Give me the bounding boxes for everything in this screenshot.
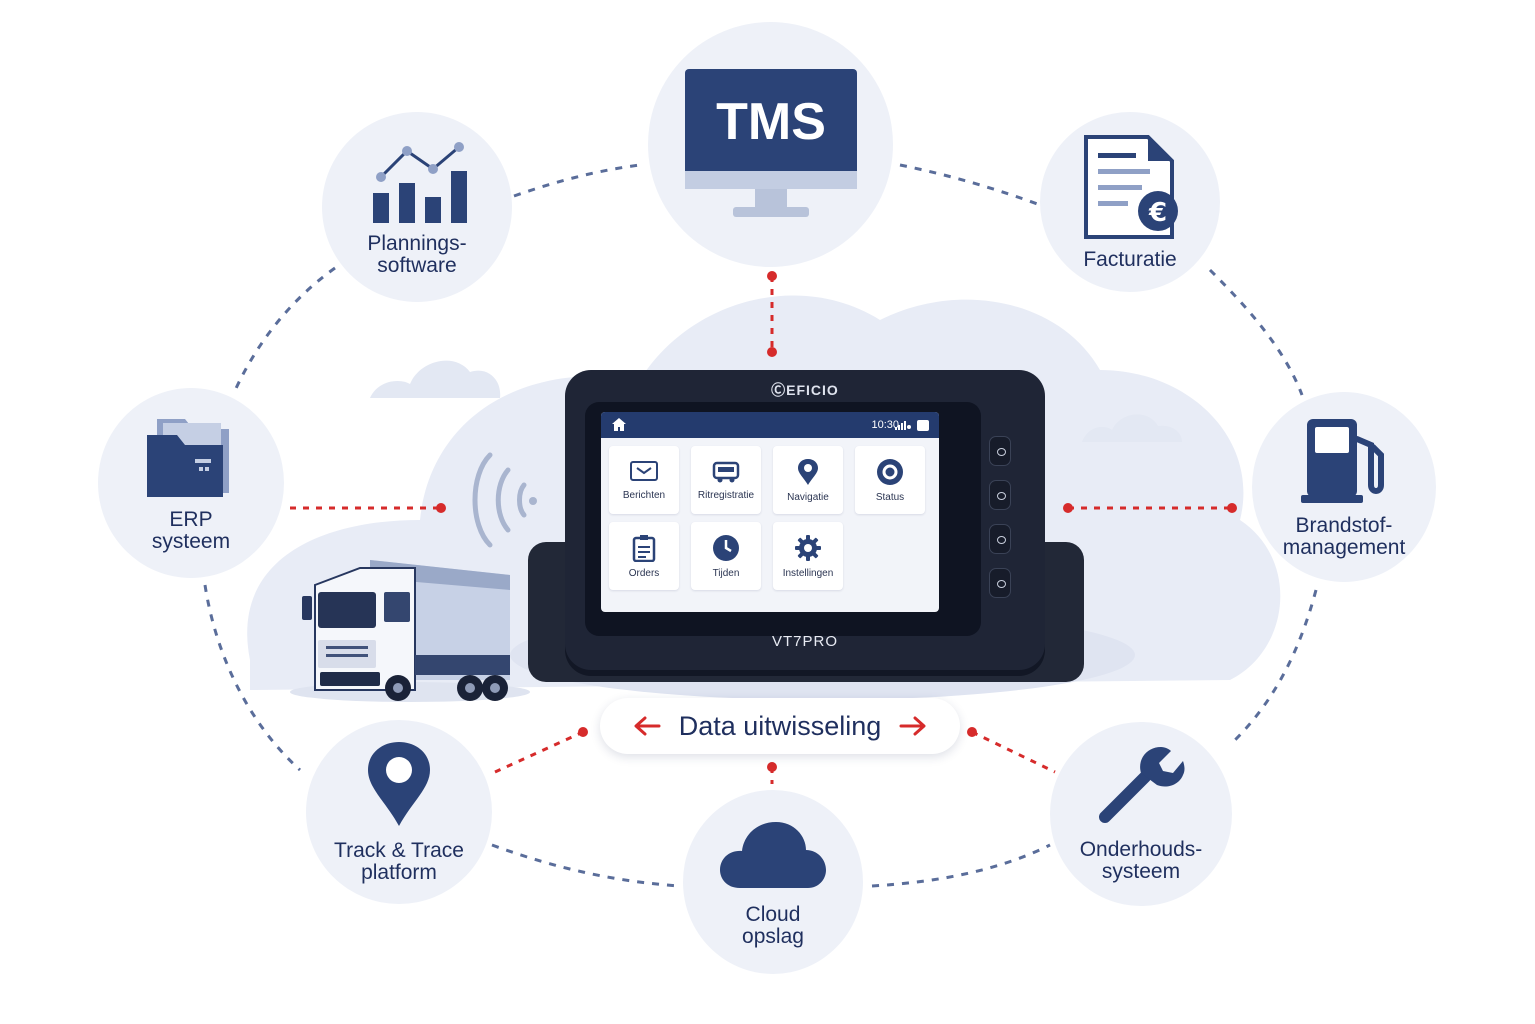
app-label: Instellingen [782, 567, 834, 579]
cloud-icon [720, 822, 826, 888]
side-button-3[interactable] [989, 524, 1011, 554]
cloud-node[interactable]: Cloud opslag [683, 790, 863, 974]
app-instellingen[interactable]: Instellingen [773, 522, 843, 590]
truck-illustration [290, 560, 530, 702]
side-button-1[interactable] [989, 436, 1011, 466]
brandstof-node[interactable]: Brandstof- management [1252, 392, 1436, 582]
wrench-icon [1099, 747, 1185, 823]
facturatie-node[interactable]: € Facturatie [1040, 112, 1220, 292]
app-label: Navigatie [787, 491, 829, 503]
side-button-2[interactable] [989, 480, 1011, 510]
arrow-right-icon [899, 716, 926, 736]
vt7pro-device: ⒸEFICIO 10:30 Berichten [565, 370, 1045, 670]
message-icon [630, 460, 658, 481]
clipboard-icon [632, 534, 656, 562]
brand-text: EFICIO [786, 382, 839, 398]
device-model: VT7PRO [771, 633, 838, 650]
planning-node[interactable]: Plannings- software [322, 112, 512, 302]
battery-icon [917, 420, 929, 431]
app-tijden[interactable]: Tijden [691, 522, 761, 590]
status-icon [877, 458, 903, 485]
location-pin-icon [368, 742, 430, 826]
device-screen: 10:30 Berichten Rit [601, 412, 939, 612]
side-button-4[interactable] [989, 568, 1011, 598]
app-berichten[interactable]: Berichten [609, 446, 679, 514]
signal-icon [895, 421, 911, 430]
signal-dot [529, 497, 537, 505]
erp-label: ERP systeem [151, 508, 231, 553]
tms-node[interactable]: TMS [648, 22, 893, 267]
track-node[interactable]: Track & Trace platform [306, 720, 492, 904]
brand-logo-mark: Ⓒ [771, 382, 787, 398]
planning-label: Plannings- software [367, 232, 467, 277]
app-ritregistratie[interactable]: Ritregistratie [691, 446, 761, 514]
gear-icon [795, 534, 821, 561]
small-cloud-right [1082, 414, 1182, 442]
data-exchange-pill: Data uitwisseling [600, 698, 960, 754]
tms-label: TMS [716, 93, 826, 151]
ring-connectors [203, 163, 1318, 888]
app-orders[interactable]: Orders [609, 522, 679, 590]
arrow-left-icon [634, 716, 661, 736]
monitor-icon: TMS [684, 68, 857, 217]
app-label: Tijden [712, 567, 740, 579]
clock-icon [713, 534, 739, 561]
home-icon[interactable] [611, 417, 627, 432]
cloud-label: Cloud opslag [742, 903, 804, 948]
folder-icon [147, 419, 229, 497]
app-label: Berichten [622, 489, 666, 501]
device-brand: ⒸEFICIO [565, 380, 1045, 400]
app-navigatie[interactable]: Navigatie [773, 446, 843, 514]
small-cloud-left [370, 360, 501, 398]
onderhoud-node[interactable]: Onderhouds- systeem [1050, 722, 1232, 906]
wireless-signal-icon [472, 452, 527, 548]
connector-dots [436, 271, 1237, 772]
facturatie-label: Facturatie [1083, 248, 1177, 271]
status-time: 10:30 [871, 419, 899, 431]
bar-chart-icon [373, 142, 467, 223]
onderhoud-label: Onderhouds- systeem [1079, 838, 1203, 883]
brandstof-label: Brandstof- management [1282, 514, 1406, 559]
invoice-euro-icon: € [1084, 135, 1178, 239]
erp-node[interactable]: ERP systeem [98, 388, 284, 578]
fuel-pump-icon [1301, 419, 1384, 503]
data-exchange-label: Data uitwisseling [678, 710, 882, 741]
track-label: Track & Trace platform [334, 839, 464, 884]
app-label: Status [875, 491, 905, 503]
app-label: Orders [628, 567, 660, 579]
app-status[interactable]: Status [855, 446, 925, 514]
svg-text:€: € [1148, 198, 1167, 228]
app-label: Ritregistratie [697, 489, 755, 501]
truck-icon [712, 461, 740, 482]
pin-icon [798, 458, 818, 485]
screen-status-bar: 10:30 [601, 412, 939, 438]
